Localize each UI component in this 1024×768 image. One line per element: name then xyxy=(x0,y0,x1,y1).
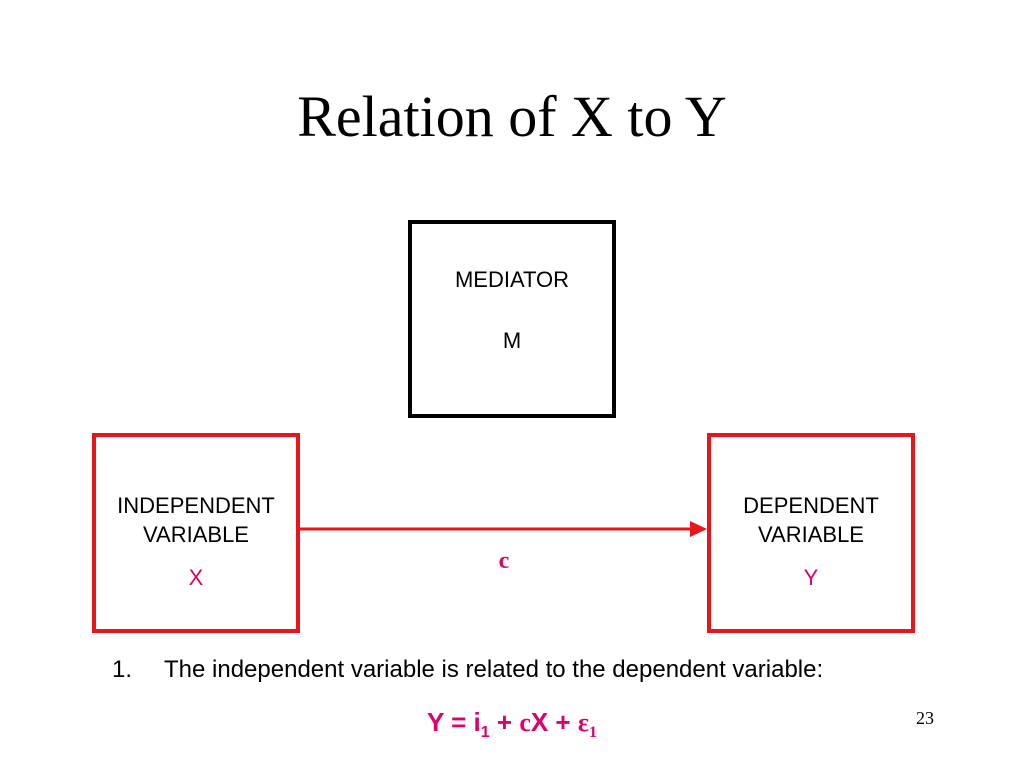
independent-variable-symbol: X xyxy=(188,565,204,590)
independent-label-line2: VARIABLE xyxy=(143,521,249,547)
point-number: 1. xyxy=(112,656,133,683)
eq-coef: c xyxy=(519,708,531,737)
independent-variable-box: INDEPENDENT VARIABLE X xyxy=(92,433,300,633)
independent-variable-label: INDEPENDENT VARIABLE xyxy=(96,492,296,549)
dependent-label-line2: VARIABLE xyxy=(758,521,864,547)
eq-plus1: + xyxy=(489,707,520,737)
eq-epsilon: ε xyxy=(577,708,589,737)
point-text: The independent variable is related to t… xyxy=(164,656,824,683)
independent-label-line1: INDEPENDENT xyxy=(117,493,275,518)
arrow-head xyxy=(690,521,707,537)
eq-sub2: 1 xyxy=(588,724,597,742)
dependent-label-line1: DEPENDENT xyxy=(743,493,879,518)
mediator-symbol: M xyxy=(502,328,522,353)
slide-number: 23 xyxy=(916,708,934,728)
equation: Y = i1 + cX + ε1 xyxy=(0,707,1024,742)
path-c-label: c xyxy=(498,548,510,574)
mediator-box: MEDIATOR M xyxy=(408,220,616,418)
dependent-variable-box: DEPENDENT VARIABLE Y xyxy=(707,433,915,633)
eq-lhs: Y = i xyxy=(427,707,481,737)
mediator-label: MEDIATOR xyxy=(454,267,570,292)
eq-var: X + xyxy=(530,707,578,737)
dependent-variable-label: DEPENDENT VARIABLE xyxy=(711,492,911,549)
point-1: 1. The independent variable is related to… xyxy=(112,656,823,685)
slide-title: Relation of X to Y xyxy=(297,84,727,149)
eq-sub1: 1 xyxy=(480,724,490,742)
dependent-variable-symbol: Y xyxy=(803,565,819,590)
